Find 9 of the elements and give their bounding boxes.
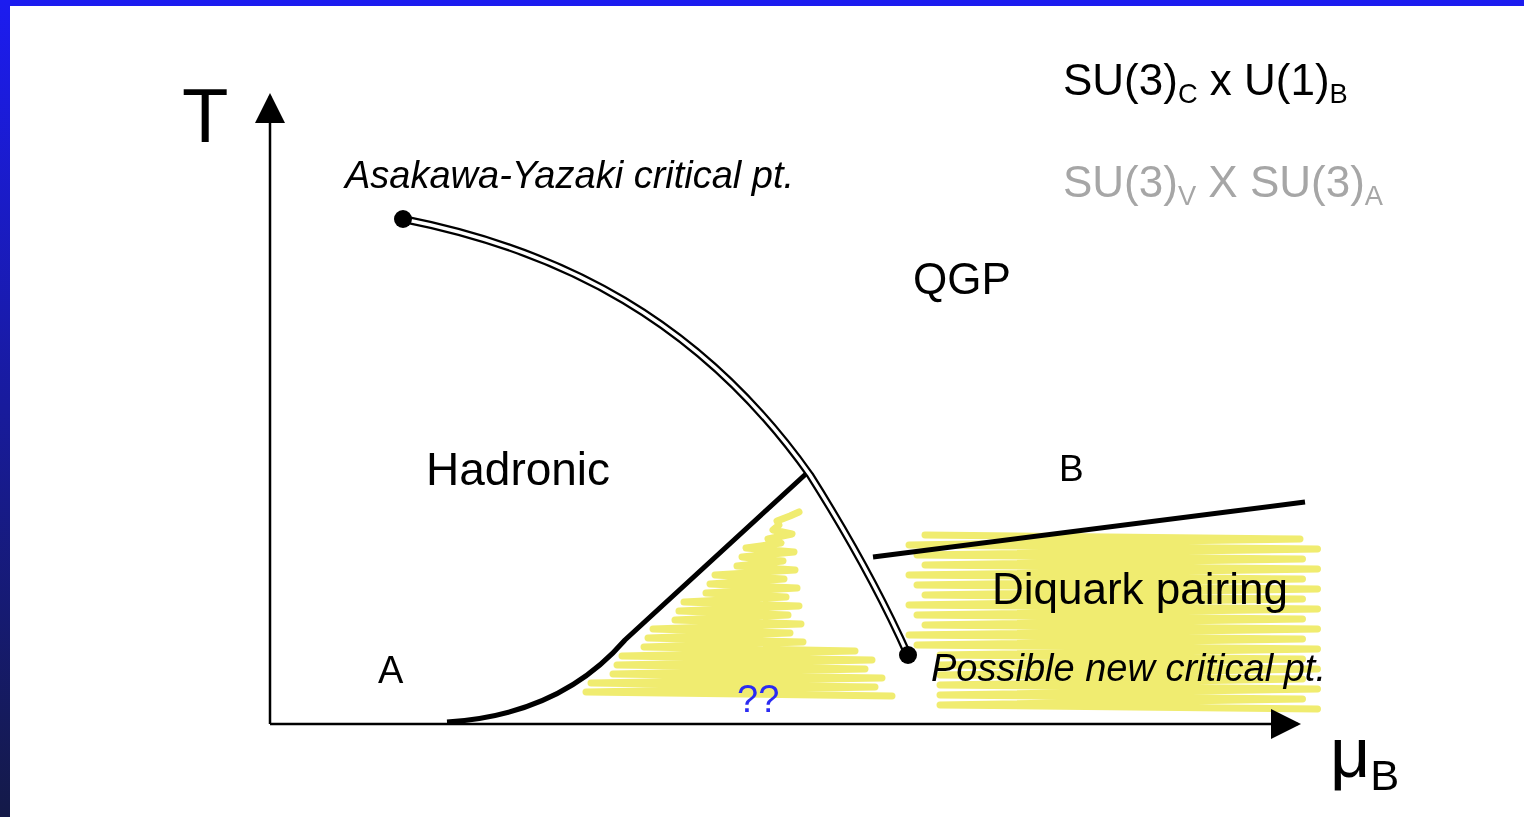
region-label: B [1059,450,1084,487]
phase-label: Diquark pairing [992,567,1288,611]
symmetry-label: SU(3)$_{V}$ X SU(3)$_{A}$ [1063,160,1383,204]
phase-label: QGP [913,257,1011,301]
symmetry-label: SU(3)$_{C}$ x U(1)$_{B}$ [1063,58,1348,102]
phase-label: Hadronic [426,446,611,492]
region-label: A [378,651,404,689]
axis-label: T [182,78,229,154]
point-label: Asakawa-Yazaki critical pt. [345,156,795,194]
